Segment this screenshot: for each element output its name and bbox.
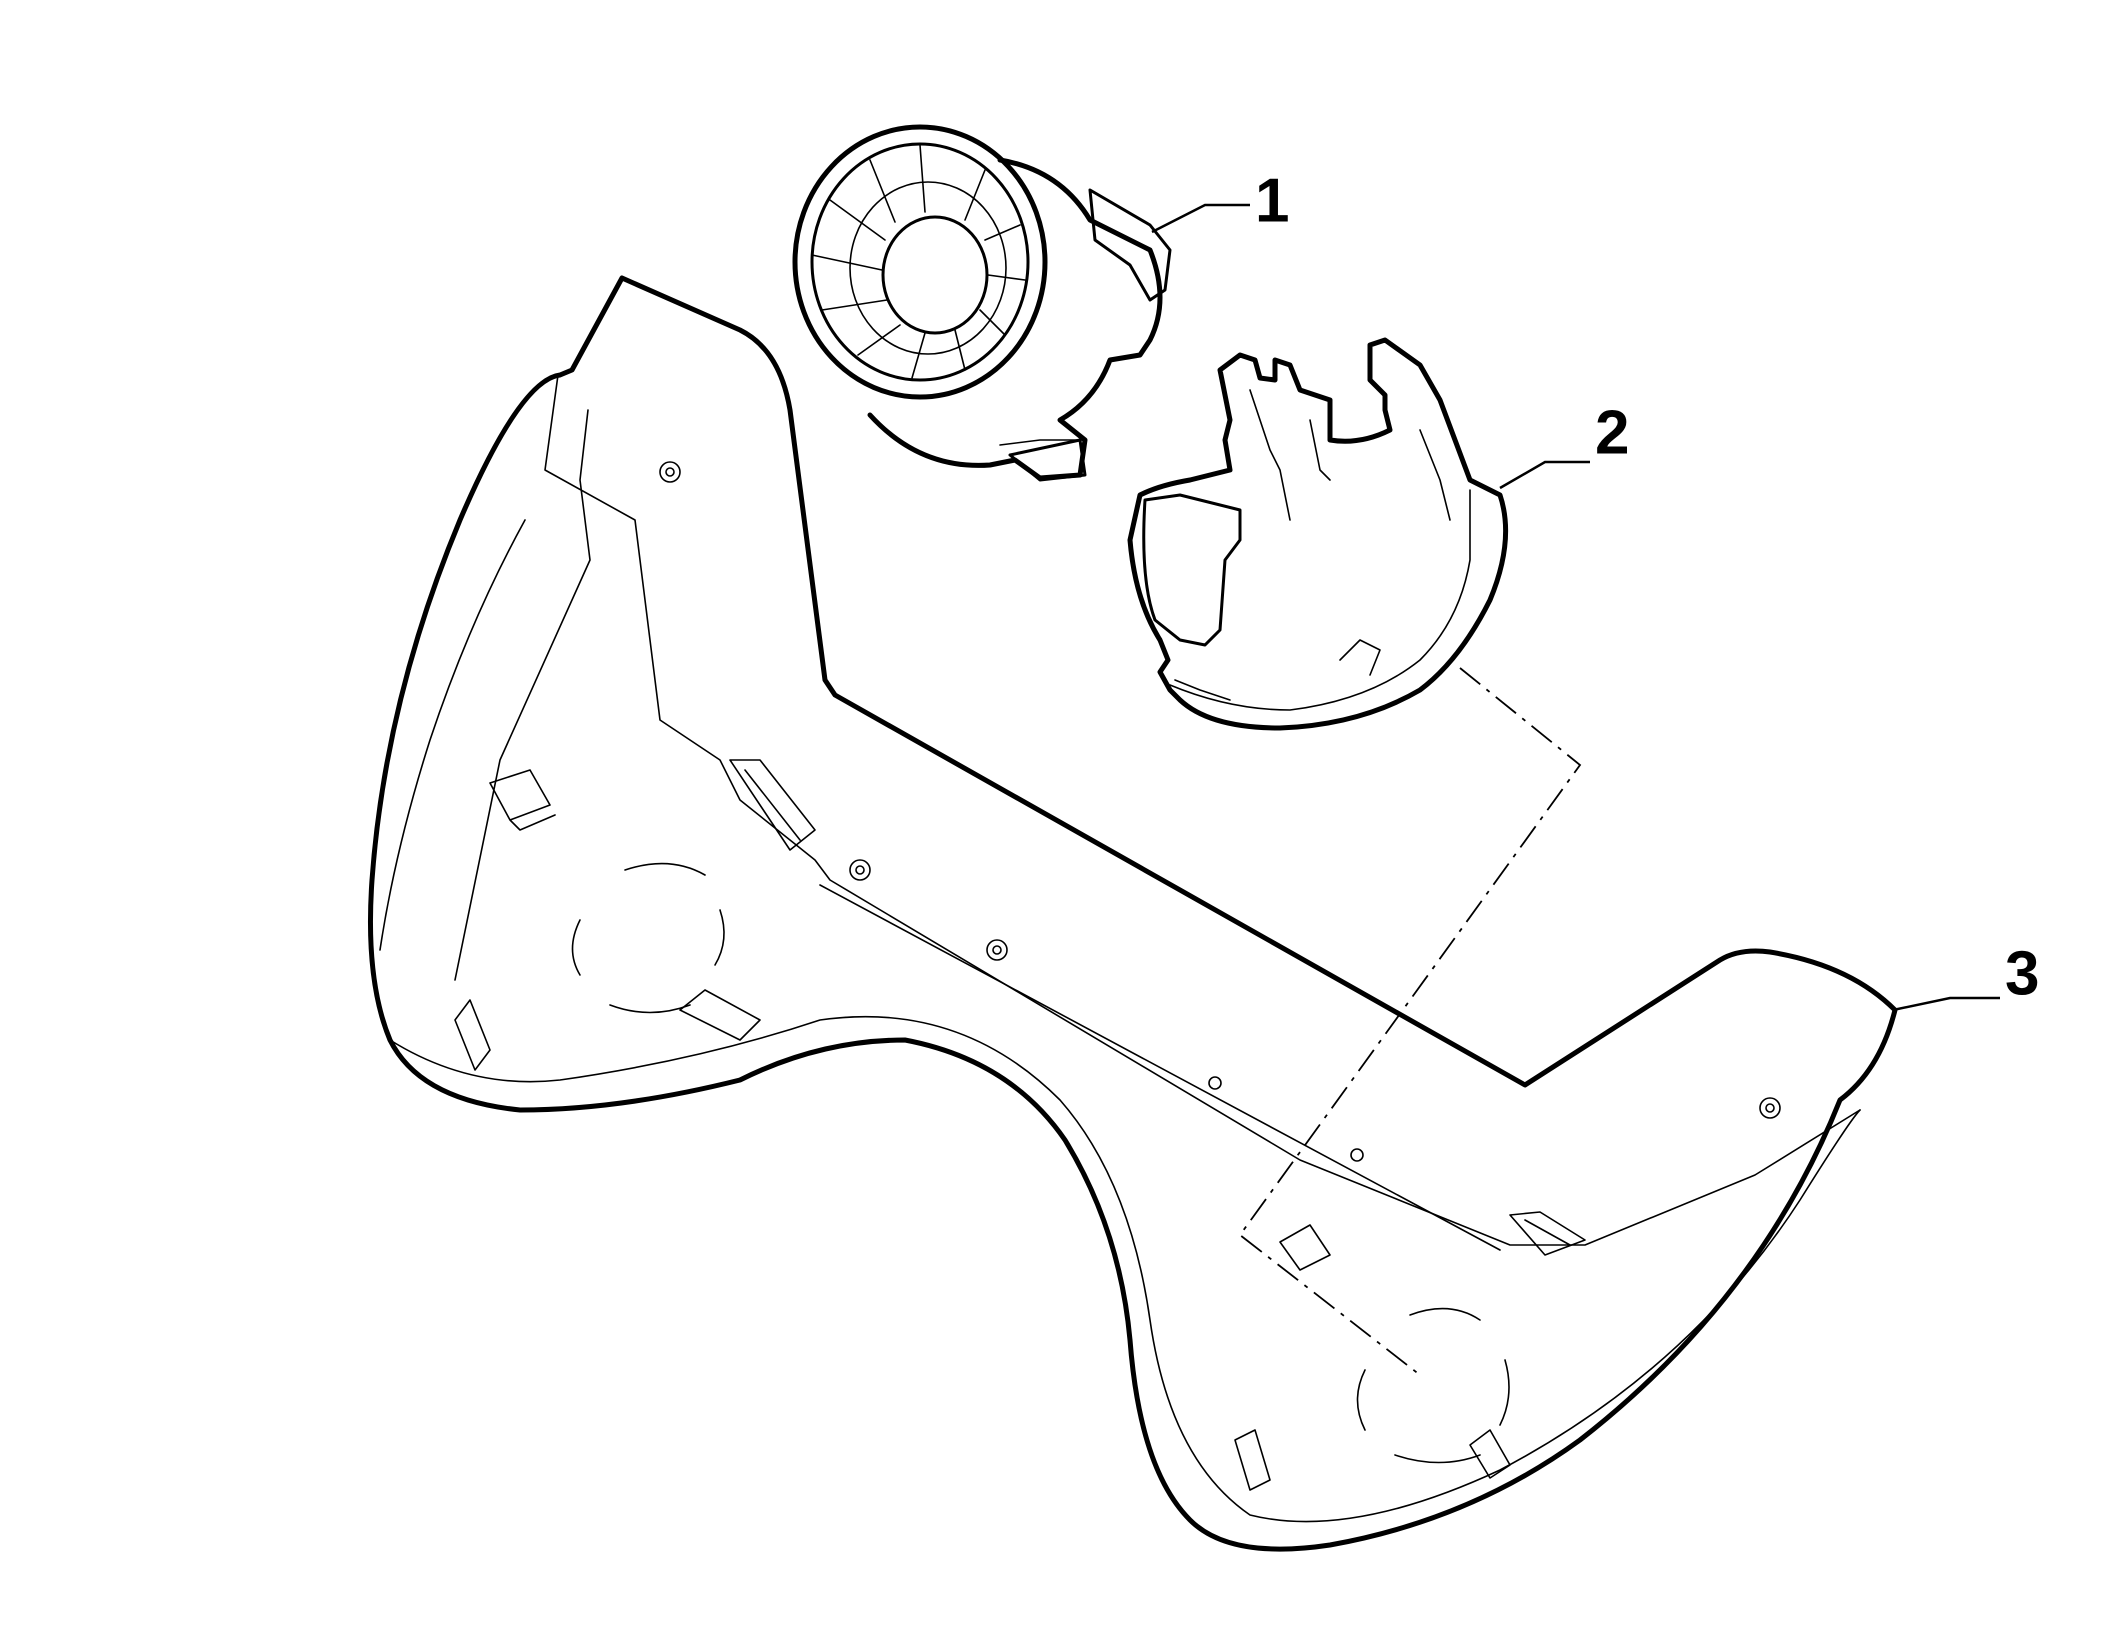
speaker-connector xyxy=(1008,438,1087,482)
cover-seam-line xyxy=(819,884,1501,1251)
clip-right-tab xyxy=(1234,1429,1271,1491)
speaker-tab-edge xyxy=(1094,239,1151,301)
clip-center-lower xyxy=(1279,1224,1331,1271)
bracket-clip xyxy=(1339,639,1381,676)
speaker-grille-inner-ring xyxy=(849,181,1007,355)
mount-arc-left-3 xyxy=(714,909,725,966)
bracket-side-pad xyxy=(1142,493,1242,647)
screw-boss-2 xyxy=(849,859,871,881)
screw-boss-4 xyxy=(1208,1076,1222,1090)
screw-boss-3 xyxy=(986,939,1008,961)
bracket-foot xyxy=(1174,679,1231,701)
cover-left-rib xyxy=(379,519,526,951)
callout-3-label: 3 xyxy=(2005,939,2039,1008)
callout-1: 1 xyxy=(1151,166,1289,235)
speaker-grille-ring xyxy=(810,142,1030,382)
mount-arc-right-3 xyxy=(1499,1359,1510,1426)
callout-3-leader xyxy=(1892,996,2000,1012)
speaker-grille-rim xyxy=(792,124,1048,400)
screw-boss-1 xyxy=(659,461,681,483)
callout-1-leader xyxy=(1151,203,1250,234)
part-2-bracket xyxy=(1127,337,1509,731)
screw-boss-5 xyxy=(1350,1148,1364,1162)
clip-right-lower xyxy=(1469,1429,1511,1479)
cover-inner-lip xyxy=(389,1015,1861,1523)
mount-arc-right-4 xyxy=(1394,1454,1481,1464)
cover-left-inner-line xyxy=(454,409,591,981)
mount-arc-right-1 xyxy=(1409,1307,1481,1321)
bracket-rib-1 xyxy=(1249,389,1291,521)
mount-arc-right-2 xyxy=(1356,1369,1366,1431)
bracket-inner-rim xyxy=(1169,489,1471,711)
speaker-grille-ribs xyxy=(811,144,1026,379)
speaker-center xyxy=(881,215,989,335)
mount-arc-left-2 xyxy=(571,919,581,976)
callout-3: 3 xyxy=(1892,939,2039,1012)
clip-left-lower xyxy=(679,989,761,1041)
speaker-connector-edge xyxy=(999,439,1086,446)
bracket-rib-2 xyxy=(1309,419,1331,481)
cover-outer-edge xyxy=(367,275,1898,1552)
mount-arc-left-4 xyxy=(609,1004,691,1014)
assembly-alignment-line xyxy=(1238,667,1582,1376)
clip-right-upper xyxy=(1509,1211,1586,1256)
callout-2-label: 2 xyxy=(1595,398,1629,467)
bracket-outer-contour xyxy=(1127,337,1509,731)
bracket-rib-3 xyxy=(1419,429,1451,521)
speaker-body-contour xyxy=(867,157,1163,481)
clip-left-upper xyxy=(489,769,556,831)
callout-2-leader xyxy=(1499,460,1590,490)
clip-left-tab xyxy=(454,999,491,1071)
clip-center-upper xyxy=(729,759,816,851)
screw-boss-6 xyxy=(1759,1097,1781,1119)
callout-2: 2 xyxy=(1499,398,1629,490)
callout-1-label: 1 xyxy=(1255,166,1289,235)
part-1-speaker xyxy=(792,124,1172,482)
part-3-cover-panel xyxy=(367,275,1898,1552)
cover-inner-rim xyxy=(544,374,1861,1246)
mount-arc-left-1 xyxy=(624,862,706,876)
